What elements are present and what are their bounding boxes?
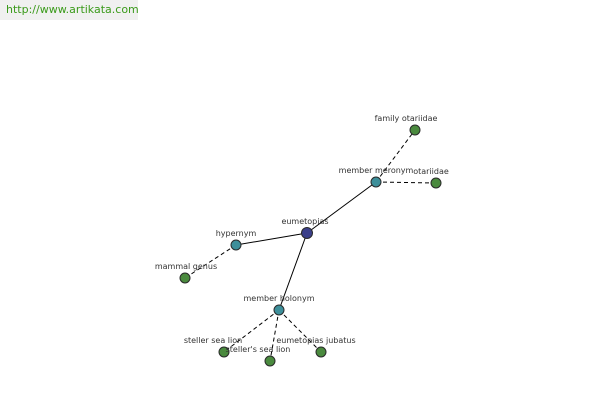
edge-member-holonym-to-steller-sea-lion — [223, 309, 280, 353]
edge-member-holonym-to-eumetopias-jubatus — [278, 309, 322, 353]
edges-layer — [184, 129, 437, 362]
edge-eumetopias-to-hypernym — [235, 232, 308, 246]
site-url-banner[interactable]: http://www.artikata.com — [0, 0, 139, 20]
node-label-member-holonym[interactable]: member holonym — [243, 294, 314, 303]
node-hypernym[interactable] — [230, 239, 242, 251]
edge-member-holonym-to-stellers-sea-lion — [269, 309, 280, 362]
node-mammal-genus[interactable] — [179, 272, 191, 284]
edge-eumetopias-to-member-holonym — [278, 232, 308, 311]
node-label-otariidae[interactable]: otariidae — [413, 167, 449, 176]
node-eumetopias[interactable] — [301, 227, 313, 239]
labels-layer: eumetopias member meronym family otariidae… — [155, 114, 449, 354]
node-otariidae[interactable] — [430, 177, 442, 189]
nodes-layer — [179, 124, 442, 367]
edge-hypernym-to-mammal-genus — [184, 244, 237, 279]
edge-member-meronym-to-otariidae — [375, 181, 437, 184]
node-steller-sea-lion[interactable] — [218, 346, 230, 358]
edge-member-meronym-to-family-otariidae — [375, 129, 416, 183]
node-label-eumetopias[interactable]: eumetopias — [281, 217, 328, 226]
node-family-otariidae[interactable] — [409, 124, 421, 136]
node-label-mammal-genus[interactable]: mammal genus — [155, 262, 217, 271]
node-eumetopias-jubatus[interactable] — [315, 346, 327, 358]
node-label-hypernym[interactable]: hypernym — [216, 229, 257, 238]
edge-eumetopias-to-member-meronym — [306, 181, 377, 234]
node-label-family-otariidae[interactable]: family otariidae — [375, 114, 438, 123]
node-member-meronym[interactable] — [370, 176, 382, 188]
node-label-stellers-sea-lion[interactable]: steller's sea lion — [226, 345, 291, 354]
node-label-member-meronym[interactable]: member meronym — [339, 166, 414, 175]
node-member-holonym[interactable] — [273, 304, 285, 316]
node-stellers-sea-lion[interactable] — [264, 355, 276, 367]
node-label-eumetopias-jubatus[interactable]: eumetopias jubatus — [276, 336, 355, 345]
node-label-steller-sea-lion[interactable]: steller sea lion — [184, 336, 242, 345]
